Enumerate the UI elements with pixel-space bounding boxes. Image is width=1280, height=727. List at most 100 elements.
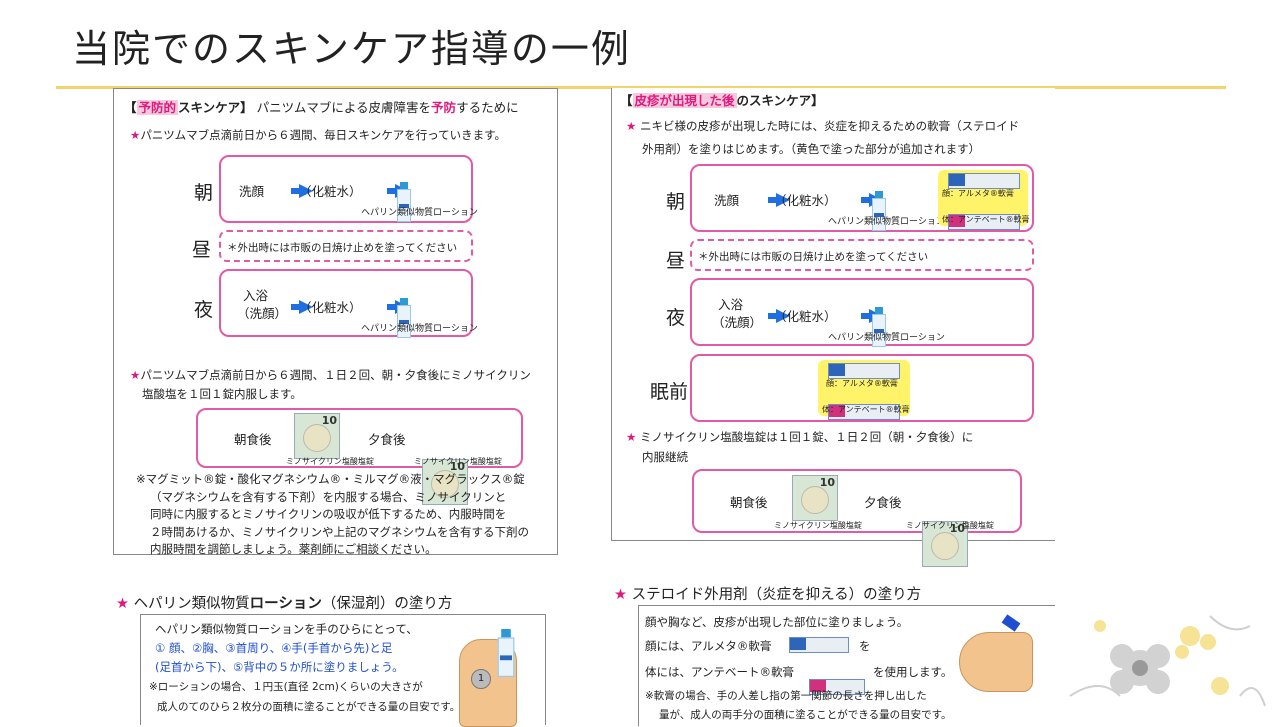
sunscreen-note: ＊外出時には市販の日焼け止めを塗ってください — [227, 242, 458, 254]
right-bullet-1: ★ ニキビ様の皮疹が出現した時には、炎症を抑えるための軟膏（ステロイド — [626, 119, 1020, 133]
note-line: （マグネシウムを含有する下剤）を内服する場合、ミノサイクリンと — [150, 489, 507, 504]
left-meds-box: 朝食後 10 ミノサイクリン塩酸塩錠 夕食後 10 ミノサイクリン塩酸塩錠 — [196, 408, 523, 505]
product-label: ヘパリン類似物質ローション — [361, 208, 478, 218]
step-bath: 入浴 — [718, 297, 744, 312]
left-bullet-2-cont: 塩酸塩を１回１錠内服します。 — [142, 387, 302, 401]
arrow-down-icon — [1001, 614, 1021, 632]
step-toner: （化粧水） — [774, 193, 837, 208]
right-noon-label: 昼 — [666, 250, 686, 272]
right-bedtime-box: 顔：アルメタ®軟膏 体：アンテベート®軟膏 — [690, 354, 1034, 422]
ointment-highlight: 顔：アルメタ®軟膏 体：アンテベート®軟膏 — [938, 170, 1030, 230]
note-line: ２時間あけるか、ミノサイクリンや上記のマグネシウムを含有する下剤の — [150, 524, 530, 539]
right-morning-label: 朝 — [666, 191, 686, 213]
pill-package-icon: 10 — [792, 475, 838, 521]
right-bedtime-label: 眠前 — [650, 381, 689, 403]
body-ointment: 体：アンテベート®軟膏 — [942, 215, 1030, 224]
product-label: ヘパリン類似物質ローション — [828, 217, 945, 227]
right-night-box: 入浴 （洗顔） （化粧水） ヘパリン類似物質ローション — [690, 278, 1034, 347]
right-night-label: 夜 — [666, 307, 686, 329]
lotion-line-5: 成人のてのひら２枚分の面積に塗ることができる量の目安です。 — [157, 701, 461, 713]
arrow-right-icon — [768, 309, 790, 323]
step-wash: 洗顔 — [239, 184, 265, 199]
left-panel: 【予防的スキンケア】 パニツムマブによる皮膚障害を予防するために ★パニツムマブ… — [113, 88, 558, 556]
star-icon: ★ — [130, 128, 141, 142]
pill-package-icon: 10 — [922, 521, 968, 567]
arrow-right-icon — [291, 300, 313, 314]
note-line: 同時に内服するとミノサイクリンの吸収が低下するため、内服時間を — [150, 507, 507, 521]
ointment-tube-icon — [809, 679, 865, 695]
lotion-bottle-icon — [872, 191, 886, 231]
left-night-label: 夜 — [194, 299, 214, 321]
lotion-line-3: (足首から下)、⑤背中の５か所に塗りましょう。 — [155, 660, 404, 674]
drug-name: ミノサイクリン塩酸塩錠 — [906, 521, 994, 530]
product-label: ヘパリン類似物質ローション — [828, 333, 945, 343]
right-bullet-1-cont: 外用剤）を塗りはじめます。（黄色で塗った部分が追加されます） — [642, 142, 981, 156]
after-dinner-label: 夕食後 — [864, 495, 902, 510]
ointment-tube-icon — [789, 637, 849, 653]
bottom-right-heading: ★ ステロイド外用剤（炎症を抑える）の塗り方 — [614, 587, 922, 603]
drug-name: ミノサイクリン塩酸塩錠 — [774, 521, 862, 530]
drug-name: ミノサイクリン塩酸塩錠 — [414, 457, 502, 466]
finger-hand-icon — [959, 632, 1033, 692]
bottom-left-panel: ヘパリン類似物質ローションを手のひらにとって、 ① 顔、②胸、③首周り、④手(手… — [140, 614, 546, 727]
lotion-line-2: ① 顔、②胸、③首周り、④手(手首から先)と足 — [155, 641, 393, 655]
step-toner: （化粧水） — [774, 309, 837, 324]
right-heading: 【皮疹が出現した後のスキンケア】 — [620, 93, 824, 108]
arrow-right-icon — [291, 184, 313, 198]
pill-package-icon: 10 — [294, 413, 340, 459]
page-title: 当院でのスキンケア指導の一例 — [72, 27, 631, 71]
step-toner: （化粧水） — [299, 184, 362, 199]
left-noon-label: 昼 — [192, 239, 212, 261]
left-noon-box: ＊外出時には市販の日焼け止めを塗ってください — [219, 230, 473, 262]
step-toner: （化粧水） — [299, 300, 362, 315]
step-wash: 洗顔 — [714, 193, 740, 208]
star-icon: ★ — [626, 119, 637, 133]
right-morning-box: 洗顔 （化粧水） ヘパリン類似物質ローション 顔：アルメタ®軟膏 体：アンテベー… — [690, 164, 1034, 266]
right-noon-box: ＊外出時には市販の日焼け止めを塗ってください — [690, 239, 1034, 271]
bottom-right-panel: 顔や胸など、皮疹が出現した部位に塗りましょう。 顔には、アルメタ®軟膏 を 体に… — [638, 605, 1055, 726]
step-wash: （洗顔） — [237, 306, 288, 321]
pill-package-icon: 10 — [422, 459, 468, 505]
left-morning-box: 洗顔 （化粧水） ヘパリン類似物質ローション — [219, 155, 478, 223]
lotion-bottle-icon — [872, 307, 886, 347]
after-breakfast-label: 朝食後 — [730, 495, 768, 510]
lotion-bottle-icon — [497, 629, 515, 677]
step-bath: 入浴 — [243, 288, 269, 303]
left-bullet-2: ★パニツムマブ点滴前日から６週間、１日２回、朝・夕食後にミノサイクリン — [130, 368, 531, 382]
star-icon: ★ — [130, 368, 141, 382]
left-bullet-1: ★パニツムマブ点滴前日から６週間、毎日スキンケアを行っていきます。 — [130, 128, 507, 142]
lotion-line-1: ヘパリン類似物質ローションを手のひらにとって、 — [155, 622, 418, 636]
lotion-bottle-icon — [397, 298, 411, 338]
note-line: ※マグミット®錠・酸化マグネシウム®・ミルマグ®液・マグラックス®錠 — [136, 472, 525, 486]
ointment-highlight: 顔：アルメタ®軟膏 体：アンテベート®軟膏 — [818, 360, 910, 420]
star-icon: ★ — [614, 587, 627, 603]
ointment-tube-icon — [828, 404, 900, 420]
left-heading: 【予防的スキンケア】 パニツムマブによる皮膚障害を予防するために — [124, 100, 519, 115]
arrow-right-icon — [768, 193, 790, 207]
coin-icon: 1 — [471, 669, 491, 689]
ointment-tube-icon — [948, 214, 1020, 230]
after-dinner-label: 夕食後 — [368, 432, 406, 447]
steroid-line-5: 量が、成人の両手分の面積に塗ることができる量の目安です。 — [659, 709, 952, 721]
after-breakfast-label: 朝食後 — [234, 432, 272, 447]
ointment-tube-icon — [948, 173, 1020, 189]
right-panel: 【皮疹が出現した後のスキンケア】 ★ ニキビ様の皮疹が出現した時には、炎症を抑え… — [611, 88, 1055, 567]
right-meds-box: 朝食後 10 ミノサイクリン塩酸塩錠 夕食後 10 ミノサイクリン塩酸塩錠 — [692, 469, 1022, 567]
bottom-left-heading: ★ ヘパリン類似物質ローション（保湿剤）の塗り方 — [116, 596, 453, 612]
product-label: ヘパリン類似物質ローション — [361, 324, 478, 334]
body-ointment: 体：アンテベート®軟膏 — [822, 405, 910, 414]
sunscreen-note: ＊外出時には市販の日焼け止めを塗ってください — [698, 251, 929, 263]
right-bullet-2: ★ ミノサイクリン塩酸塩錠は１回１錠、１日２回（朝・夕食後）に — [626, 430, 974, 444]
steroid-line-4: ※軟膏の場合、手の人差し指の第一関節の長さを押し出した — [645, 690, 927, 702]
steroid-line-3-end: を使用します。 — [873, 665, 953, 679]
flower-decoration-icon — [1069, 615, 1266, 707]
star-icon: ★ — [116, 596, 129, 612]
face-ointment: 顔：アルメタ®軟膏 — [826, 379, 898, 388]
star-icon: ★ — [626, 430, 637, 444]
drug-name: ミノサイクリン塩酸塩錠 — [286, 457, 374, 466]
steroid-line-1: 顔や胸など、皮疹が出現した部位に塗りましょう。 — [645, 615, 909, 629]
left-morning-label: 朝 — [194, 182, 214, 204]
right-bullet-2-cont: 内服継続 — [642, 450, 688, 464]
left-night-box: 入浴 （洗顔） （化粧水） ヘパリン類似物質ローション — [219, 269, 478, 338]
steroid-line-2-end: を — [859, 639, 871, 653]
